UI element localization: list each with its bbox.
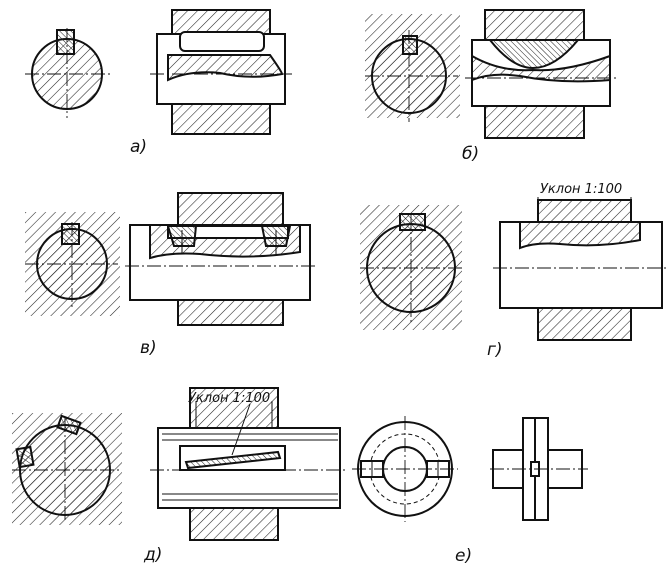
variant-b-longitudinal-view	[465, 9, 616, 139]
variant-e-front-view	[352, 416, 458, 522]
variant-b-section-view	[365, 14, 460, 122]
variant-b: б)	[365, 9, 616, 164]
variant-v-longitudinal-view	[125, 192, 316, 326]
label-v: в)	[140, 338, 157, 358]
label-g: г)	[487, 340, 503, 360]
slope-note-g: Уклон 1:100	[540, 182, 622, 197]
variant-g-longitudinal-view: Уклон 1:100	[493, 182, 667, 341]
variant-g-section-view	[360, 205, 465, 330]
variant-v: в)	[25, 192, 316, 358]
variant-g: Уклон 1:100 г)	[360, 182, 667, 360]
variant-v-section-view	[25, 212, 120, 316]
variant-d: Уклон 1:100 д)	[12, 387, 346, 565]
variant-a: а)	[25, 9, 292, 157]
label-d: д)	[143, 545, 162, 565]
variant-e-side-view	[490, 417, 588, 521]
slope-note-d: Уклон 1:100	[188, 391, 270, 406]
label-b: б)	[462, 144, 479, 164]
label-a: а)	[130, 137, 147, 157]
variant-d-longitudinal-view: Уклон 1:100	[150, 387, 346, 541]
variant-a-section-view	[25, 28, 110, 118]
label-e: е)	[455, 546, 472, 566]
variant-e: е)	[352, 416, 588, 566]
variant-a-longitudinal-view	[150, 9, 292, 135]
variant-d-section-view	[12, 413, 122, 525]
